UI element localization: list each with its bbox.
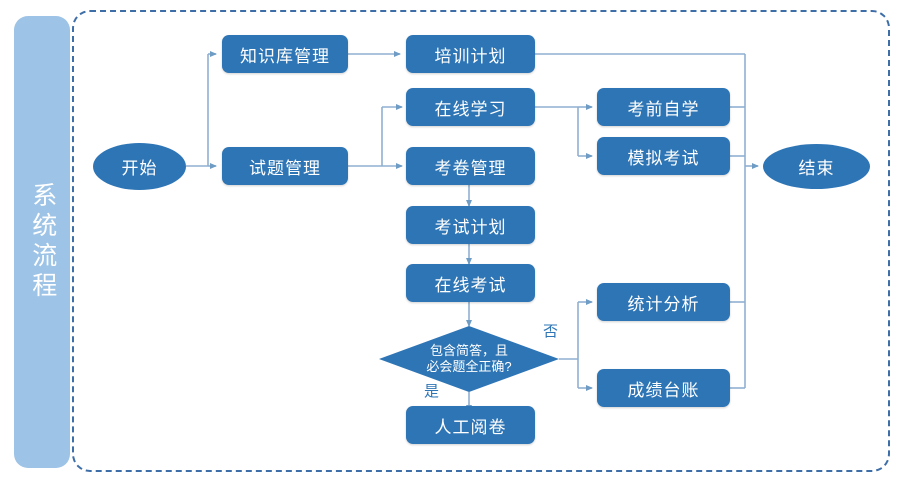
decision-diamond-shape xyxy=(379,326,559,392)
node-end[interactable]: 结束 xyxy=(763,144,870,189)
side-banner: 系统流程 xyxy=(14,16,70,468)
node-question-bank[interactable]: 试题管理 xyxy=(222,147,348,185)
node-exam-paper[interactable]: 考卷管理 xyxy=(406,147,535,185)
node-pre-exam-self-study[interactable]: 考前自学 xyxy=(597,88,730,126)
node-exam-plan[interactable]: 考试计划 xyxy=(406,206,535,244)
node-statistics[interactable]: 统计分析 xyxy=(597,283,730,321)
node-decision[interactable]: 包含简答，且 必会题全正确? xyxy=(379,326,559,392)
edge-label-no: 否 xyxy=(543,323,559,340)
node-start[interactable]: 开始 xyxy=(93,143,186,190)
node-knowledge-base[interactable]: 知识库管理 xyxy=(222,35,348,73)
diagram-boundary xyxy=(72,10,890,472)
node-training-plan[interactable]: 培训计划 xyxy=(406,35,535,73)
side-banner-label: 系统流程 xyxy=(28,182,57,302)
node-online-study[interactable]: 在线学习 xyxy=(406,88,535,126)
node-online-exam[interactable]: 在线考试 xyxy=(406,264,535,302)
node-mock-exam[interactable]: 模拟考试 xyxy=(597,137,730,175)
edge-label-yes: 是 xyxy=(424,383,440,400)
node-score-ledger[interactable]: 成绩台账 xyxy=(597,369,730,407)
node-manual-grading[interactable]: 人工阅卷 xyxy=(406,406,535,444)
